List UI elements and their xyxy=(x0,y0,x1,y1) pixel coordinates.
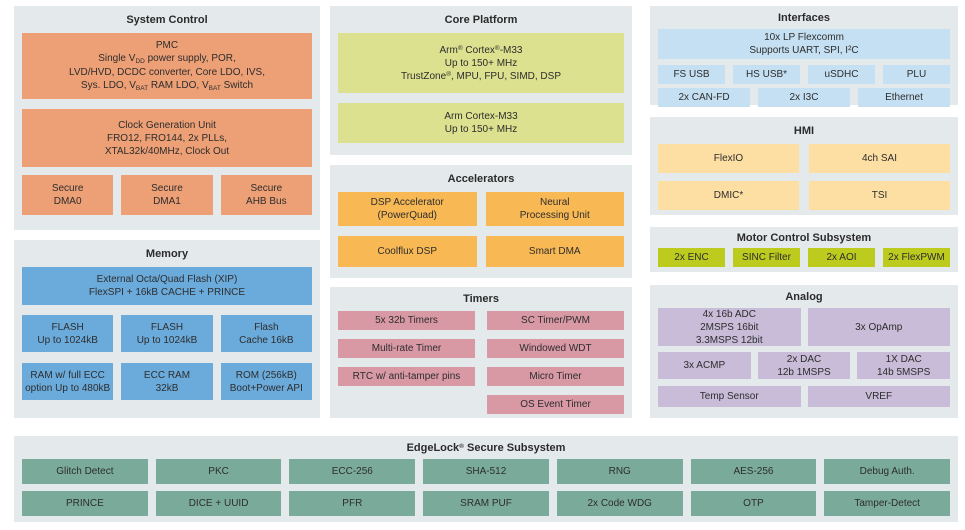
section-title-system-control: System Control xyxy=(126,14,208,26)
section-title-timers: Timers xyxy=(463,293,499,305)
block-lp-flexcomm: 10x LP Flexcomm Supports UART, SPI, I²C xyxy=(658,29,950,59)
block-ethernet: Ethernet xyxy=(858,88,950,107)
block-tsi: TSI xyxy=(809,181,950,210)
block-secure-dma0: Secure DMA0 xyxy=(22,175,114,215)
section-interfaces: Interfaces 10x LP Flexcomm Supports UART… xyxy=(650,6,958,107)
section-title-accelerators: Accelerators xyxy=(447,173,515,185)
block-sc-timer-pwm: SC Timer/PWM xyxy=(487,311,624,330)
block-ecc-256: ECC-256 xyxy=(289,459,416,484)
block-smart-dma: Smart DMA xyxy=(485,236,624,267)
block-neural-processing-unit: Neural Processing Unit xyxy=(485,192,624,226)
block-cortex-m33-second: Arm Cortex-M33 Up to 150+ MHz xyxy=(338,103,624,143)
block-rtc-anti-tamper: RTC w/ anti-tamper pins xyxy=(338,367,475,386)
block-os-event-timer: OS Event Timer xyxy=(487,395,624,414)
section-title-motor-control: Motor Control Subsystem xyxy=(736,232,872,244)
cpu1-line-1: Arm® Cortex®-M33 xyxy=(439,44,523,56)
section-title-edgelock: EdgeLock® Secure Subsystem xyxy=(406,442,566,454)
block-can-fd: 2x CAN-FD xyxy=(658,88,750,107)
block-windowed-wdt: Windowed WDT xyxy=(487,339,624,358)
block-temp-sensor: Temp Sensor xyxy=(658,386,801,407)
block-rng: RNG xyxy=(556,459,683,484)
pmc-line-4: Sys. LDO, VBAT RAM LDO, VBAT Switch xyxy=(80,80,254,92)
block-adc: 4x 16b ADC 2MSPS 16bit 3.3MSPS 12bit xyxy=(658,308,801,346)
block-aoi: 2x AOI xyxy=(808,248,875,267)
block-glitch-detect: Glitch Detect xyxy=(22,459,148,484)
block-flexio: FlexIO xyxy=(658,144,799,173)
section-memory: Memory External Octa/Quad Flash (XIP) Fl… xyxy=(14,240,320,418)
section-title-hmi: HMI xyxy=(793,125,815,137)
block-i3c: 2x I3C xyxy=(758,88,850,107)
section-system-control: System Control PMC Single VDD power supp… xyxy=(14,6,320,230)
block-sinc-filter: SINC Filter xyxy=(733,248,800,267)
block-32b-timers: 5x 32b Timers xyxy=(338,311,475,330)
block-pkc: PKC xyxy=(155,459,282,484)
block-enc: 2x ENC xyxy=(658,248,725,267)
section-edgelock: EdgeLock® Secure Subsystem Glitch Detect… xyxy=(14,436,958,522)
block-dmic: DMIC* xyxy=(658,181,799,210)
block-otp: OTP xyxy=(690,491,817,516)
section-timers: Timers 5x 32b Timers Multi-rate Timer RT… xyxy=(330,287,632,418)
block-fs-usb: FS USB xyxy=(658,65,725,84)
block-dac-14b: 1X DAC 14b 5MSPS xyxy=(857,352,951,379)
block-ecc-ram: ECC RAM 32kB xyxy=(121,363,213,400)
block-tamper-detect: Tamper-Detect xyxy=(824,491,951,516)
block-acmp: 3x ACMP xyxy=(658,352,751,379)
block-multi-rate-timer: Multi-rate Timer xyxy=(338,339,475,358)
block-flexpwm: 2x FlexPWM xyxy=(883,248,950,267)
block-rom: ROM (256kB) Boot+Power API xyxy=(220,363,312,400)
block-sram-puf: SRAM PUF xyxy=(423,491,549,516)
block-usdhc: uSDHC xyxy=(808,65,875,84)
block-dice-uuid: DICE + UUID xyxy=(155,491,282,516)
block-pfr: PFR xyxy=(289,491,416,516)
block-secure-ahb-bus: Secure AHB Bus xyxy=(220,175,312,215)
block-vref: VREF xyxy=(807,386,950,407)
block-ram-full-ecc: RAM w/ full ECC option Up to 480kB xyxy=(22,363,114,400)
block-micro-timer: Micro Timer xyxy=(487,367,624,386)
pmc-line-1: PMC xyxy=(155,39,179,51)
section-core-platform: Core Platform Arm® Cortex®-M33 Up to 150… xyxy=(330,6,632,155)
block-debug-auth: Debug Auth. xyxy=(824,459,951,484)
section-title-analog: Analog xyxy=(785,291,823,303)
section-title-memory: Memory xyxy=(145,248,189,260)
block-4ch-sai: 4ch SAI xyxy=(809,144,950,173)
block-pmc: PMC Single VDD power supply, POR, LVD/HV… xyxy=(22,33,312,99)
block-opamp: 3x OpAmp xyxy=(807,308,950,346)
pmc-line-2: Single VDD power supply, POR, xyxy=(98,52,236,65)
cpu1-line-3: TrustZone®, MPU, FPU, SIMD, DSP xyxy=(400,70,561,82)
section-hmi: HMI FlexIO 4ch SAI DMIC* TSI xyxy=(650,117,958,215)
block-flash-cache: Flash Cache 16kB xyxy=(220,315,312,352)
section-title-core-platform: Core Platform xyxy=(444,14,518,26)
section-title-interfaces: Interfaces xyxy=(778,12,830,24)
block-cortex-m33-main: Arm® Cortex®-M33 Up to 150+ MHz TrustZon… xyxy=(338,33,624,93)
block-dsp-accelerator-powerquad: DSP Accelerator (PowerQuad) xyxy=(338,192,477,226)
block-flash-bank0: FLASH Up to 1024kB xyxy=(22,315,114,352)
block-coolflux-dsp: Coolflux DSP xyxy=(338,236,477,267)
block-code-wdg: 2x Code WDG xyxy=(556,491,683,516)
block-aes-256: AES-256 xyxy=(690,459,817,484)
block-sha-512: SHA-512 xyxy=(423,459,549,484)
block-dac-12b: 2x DAC 12b 1MSPS xyxy=(757,352,851,379)
pmc-line-3: LVD/HVD, DCDC converter, Core LDO, IVS, xyxy=(69,67,265,78)
block-flash-bank1: FLASH Up to 1024kB xyxy=(121,315,213,352)
block-prince: PRINCE xyxy=(22,491,148,516)
block-plu: PLU xyxy=(883,65,950,84)
section-accelerators: Accelerators DSP Accelerator (PowerQuad)… xyxy=(330,165,632,278)
block-hs-usb: HS USB* xyxy=(733,65,800,84)
block-clock-generation-unit: Clock Generation Unit FRO12, FRO144, 2x … xyxy=(22,109,312,167)
cpu1-line-2: Up to 150+ MHz xyxy=(444,57,518,69)
block-external-flash-xip: External Octa/Quad Flash (XIP) FlexSPI +… xyxy=(22,267,312,305)
section-motor-control: Motor Control Subsystem 2x ENC SINC Filt… xyxy=(650,227,958,272)
block-secure-dma1: Secure DMA1 xyxy=(121,175,213,215)
section-analog: Analog 4x 16b ADC 2MSPS 16bit 3.3MSPS 12… xyxy=(650,285,958,418)
